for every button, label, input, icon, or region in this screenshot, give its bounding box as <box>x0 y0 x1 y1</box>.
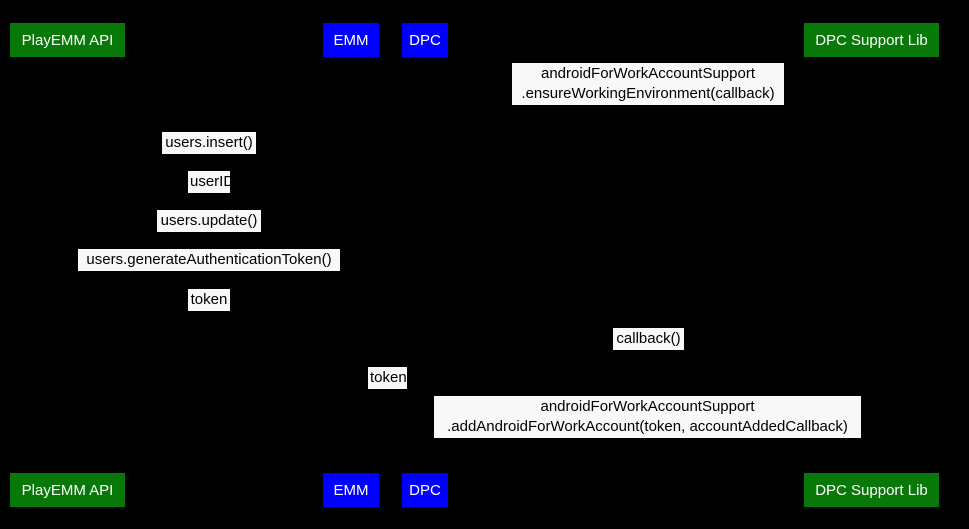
message-line: users.generateAuthenticationToken() <box>86 251 332 268</box>
message-line: users.insert() <box>165 134 253 151</box>
participant-top-0[interactable]: PlayEMM API <box>10 23 125 57</box>
participant-label: DPC Support Lib <box>815 31 928 49</box>
message-label-ensure-working-environment: androidForWorkAccountSupport .ensureWorki… <box>512 63 784 105</box>
message-line: userID <box>190 173 235 190</box>
message-line: callback() <box>616 330 681 347</box>
message-label-user-id: userID <box>188 171 235 193</box>
message-line: token <box>190 291 228 308</box>
message-label-token-to-dpc: token <box>368 367 407 389</box>
participant-label: DPC <box>409 31 441 49</box>
message-label-users-insert: users.insert() <box>162 132 256 154</box>
participant-label: EMM <box>333 31 369 49</box>
message-line: androidForWorkAccountSupport <box>540 398 755 415</box>
message-line: .addAndroidForWorkAccount(token, account… <box>447 418 848 435</box>
message-label-users-update: users.update() <box>157 210 261 232</box>
message-line: users.update() <box>160 212 258 229</box>
participant-bottom-3[interactable]: DPC Support Lib <box>804 473 939 507</box>
message-label-users-generate-authentication-token: users.generateAuthenticationToken() <box>78 249 340 271</box>
message-label-token-to-emm: token <box>188 289 230 311</box>
participant-bottom-2[interactable]: DPC <box>402 473 448 507</box>
participant-label: DPC Support Lib <box>815 481 928 499</box>
participant-label: EMM <box>333 481 369 499</box>
participant-bottom-1[interactable]: EMM <box>323 473 379 507</box>
message-line: androidForWorkAccountSupport <box>541 65 755 82</box>
message-label-add-android-for-work-account: androidForWorkAccountSupport .addAndroidF… <box>434 396 861 438</box>
message-line: .ensureWorkingEnvironment(callback) <box>521 85 775 102</box>
participant-top-3[interactable]: DPC Support Lib <box>804 23 939 57</box>
message-label-callback: callback() <box>613 328 684 350</box>
participant-top-2[interactable]: DPC <box>402 23 448 57</box>
participant-label: PlayEMM API <box>21 31 114 49</box>
participant-top-1[interactable]: EMM <box>323 23 379 57</box>
message-line: token <box>370 369 407 386</box>
participant-label: DPC <box>409 481 441 499</box>
participant-bottom-0[interactable]: PlayEMM API <box>10 473 125 507</box>
participant-label: PlayEMM API <box>21 481 114 499</box>
